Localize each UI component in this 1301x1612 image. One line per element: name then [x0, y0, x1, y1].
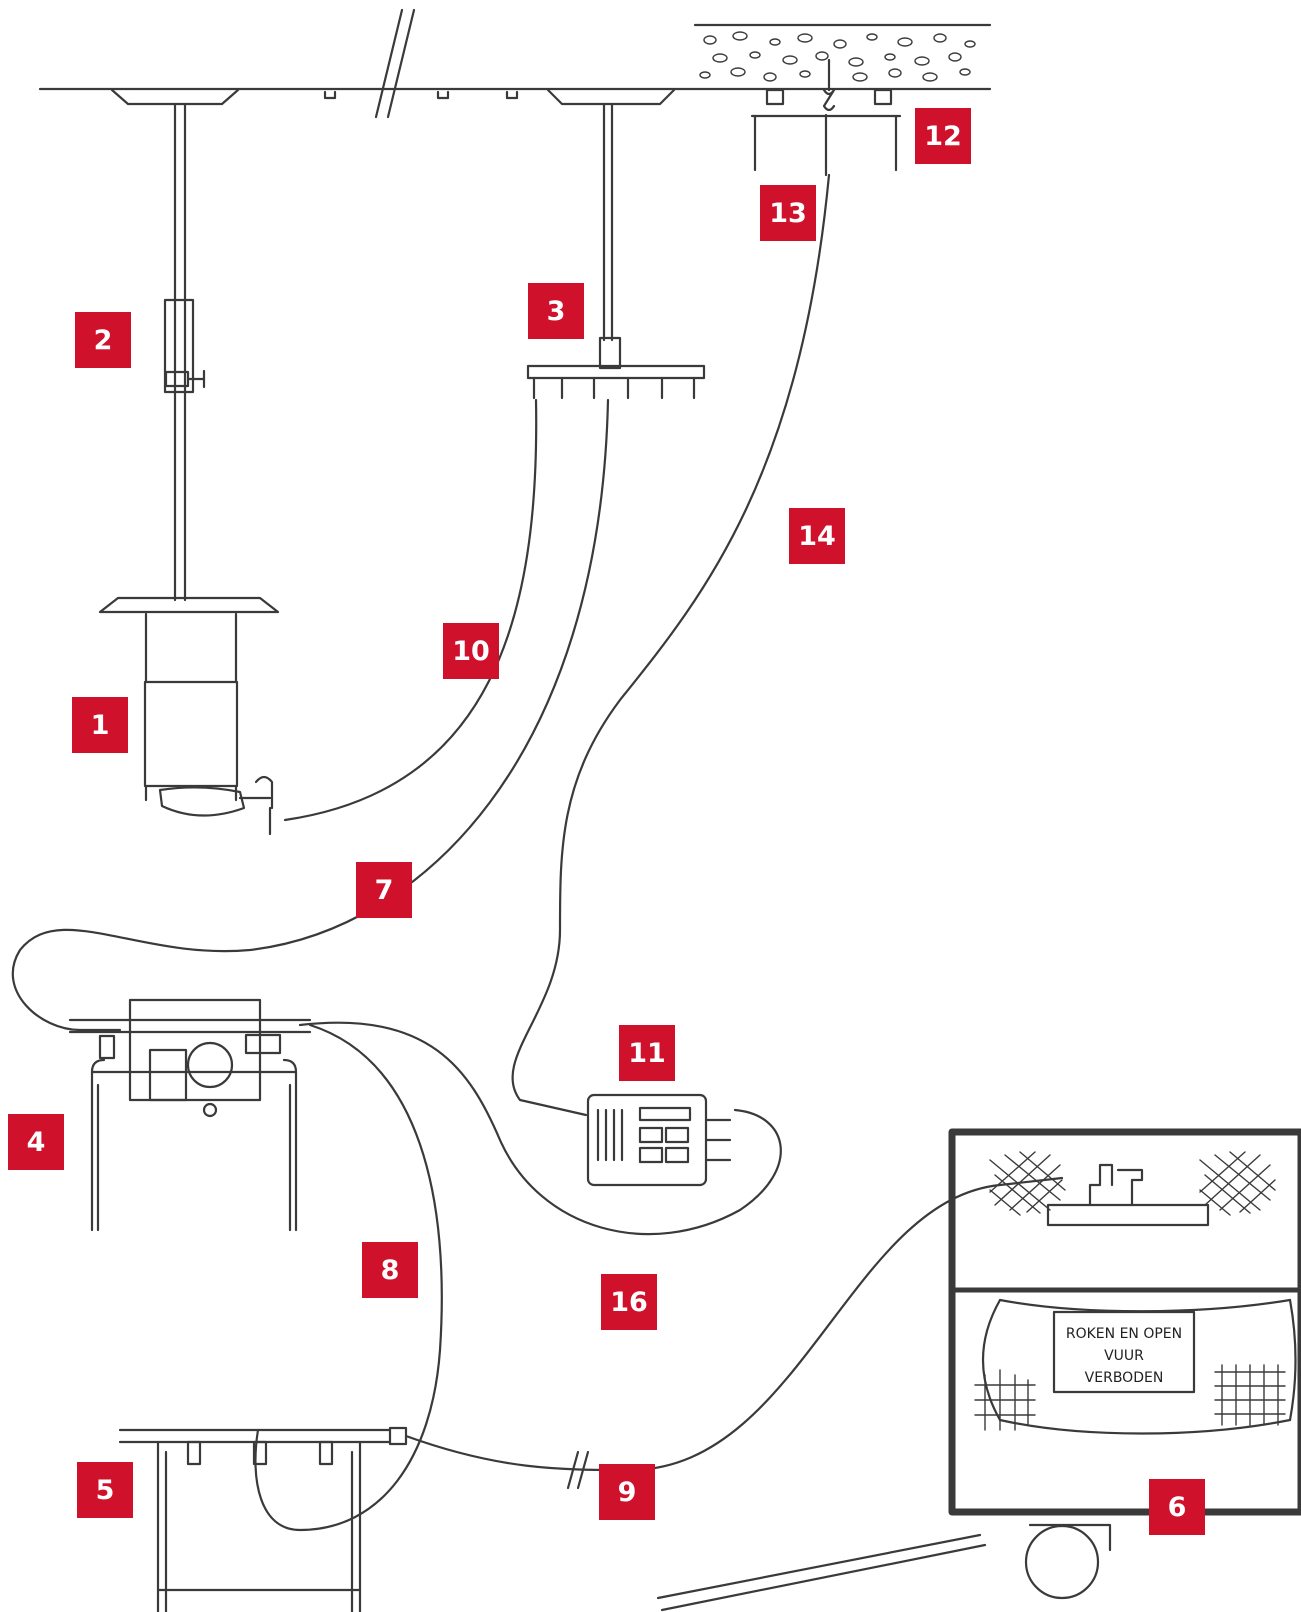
concrete-slab: [693, 23, 992, 82]
heater-1: [98, 88, 280, 836]
label-badge-12: 12: [915, 108, 971, 164]
cable-16: [298, 1021, 782, 1236]
label-badge-10: 10: [443, 623, 499, 679]
warning-sign: ROKEN EN OPEN VUUR VERBODEN: [1066, 1326, 1182, 1386]
manifold-3: [526, 88, 706, 400]
label-badge-7: 7: [356, 862, 412, 918]
cable-14: [511, 173, 831, 1117]
regulator-4: [68, 998, 312, 1232]
hose-7: [11, 398, 610, 1032]
sign-line-1: ROKEN EN OPEN: [1066, 1326, 1182, 1342]
label-badge-13: 13: [760, 185, 816, 241]
sensor-bracket-12: [750, 58, 902, 177]
label-badge-3: 3: [528, 283, 584, 339]
sign-line-3: VERBODEN: [1085, 1370, 1164, 1386]
hose-10: [283, 398, 538, 822]
tank-trailer-6: [656, 1128, 1301, 1612]
label-badge-14: 14: [789, 508, 845, 564]
label-badge-6: 6: [1149, 1479, 1205, 1535]
controller-11: [586, 1093, 732, 1187]
hose-9: [404, 1176, 1064, 1472]
label-badge-9: 9: [599, 1464, 655, 1520]
label-badge-2: 2: [75, 312, 131, 368]
ceiling: [38, 8, 992, 119]
label-badge-4: 4: [8, 1114, 64, 1170]
sign-line-2: VUUR: [1104, 1348, 1144, 1364]
label-badge-11: 11: [619, 1025, 675, 1081]
hose-8: [254, 1023, 443, 1532]
label-badge-16: 16: [601, 1274, 657, 1330]
label-badge-8: 8: [362, 1242, 418, 1298]
label-badge-5: 5: [77, 1462, 133, 1518]
distributor-5: [118, 1426, 408, 1612]
label-badge-1: 1: [72, 697, 128, 753]
